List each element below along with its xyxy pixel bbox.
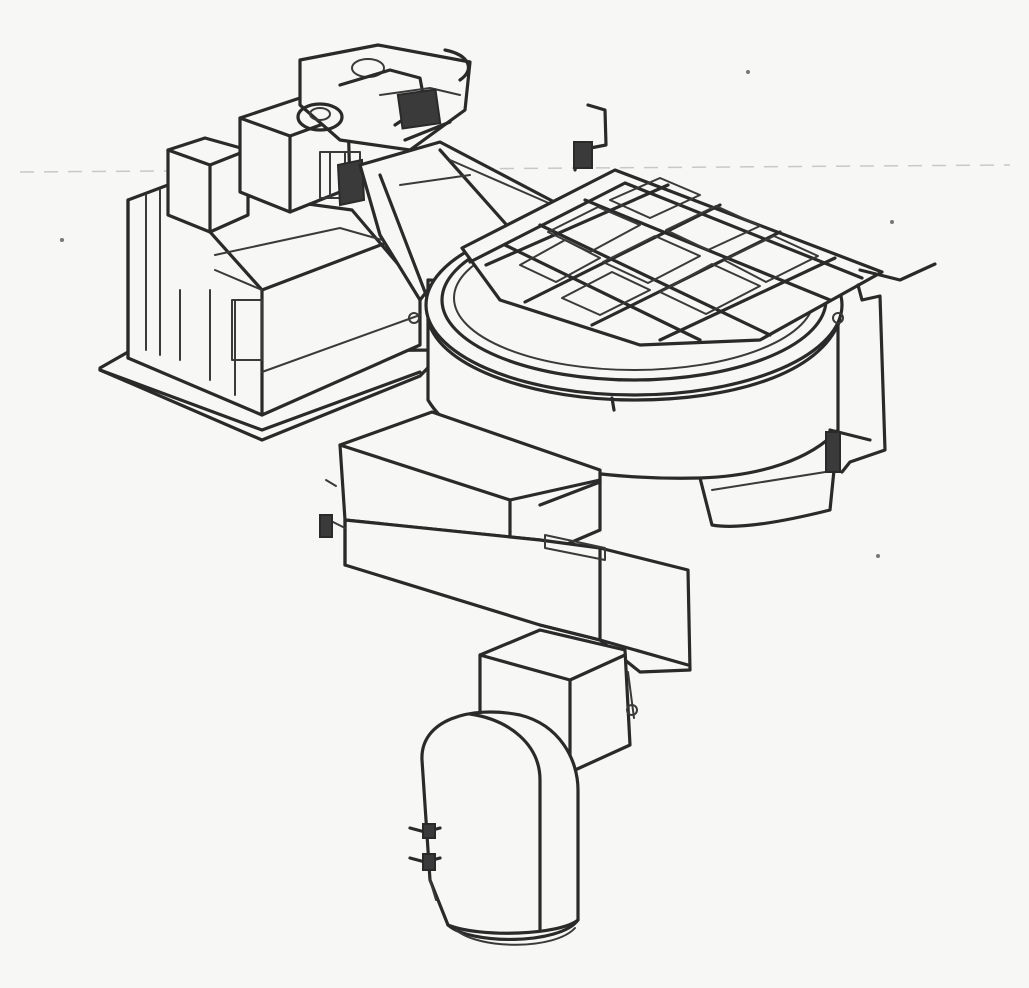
left-box-assembly bbox=[98, 43, 472, 442]
grid-cells bbox=[519, 177, 819, 316]
tray-hook-right bbox=[858, 262, 937, 282]
grid-tray bbox=[460, 103, 937, 474]
scan-artifact-line bbox=[19, 164, 1011, 173]
paper-specks bbox=[60, 70, 894, 558]
outlet-elbow bbox=[408, 710, 580, 946]
upper-left-block bbox=[166, 136, 250, 234]
top-knob bbox=[296, 102, 344, 132]
duct-elbow bbox=[343, 518, 692, 674]
